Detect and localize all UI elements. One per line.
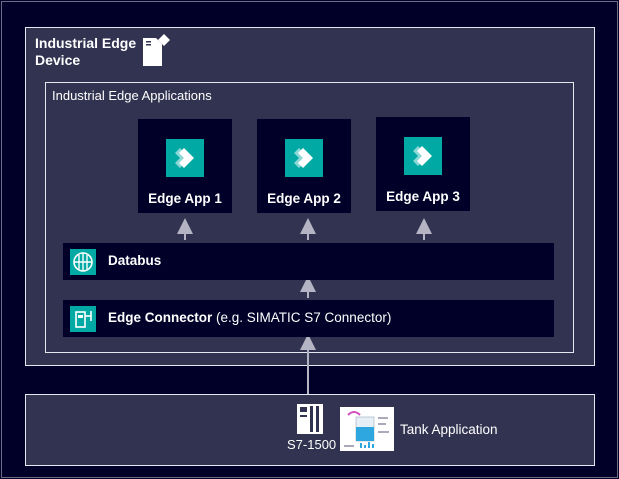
edge-app-label: Edge App 1 xyxy=(148,191,222,206)
edge-app-card-1: Edge App 1 xyxy=(138,119,232,213)
edge-app-card-2: Edge App 2 xyxy=(257,119,351,213)
applications-title: Industrial Edge Applications xyxy=(52,88,212,103)
tank-hmi-icon xyxy=(340,407,394,451)
edge-app-icon xyxy=(285,139,323,177)
device-title: Industrial Edge Device xyxy=(35,35,155,69)
plc-icon xyxy=(297,404,323,434)
databus-bar: Databus xyxy=(63,243,554,280)
plc-label: S7-1500 xyxy=(287,437,337,452)
edge-connector-label: Edge Connector (e.g. SIMATIC S7 Connecto… xyxy=(108,310,392,325)
tank-application-label: Tank Application xyxy=(400,422,498,437)
edge-app-card-3: Edge App 3 xyxy=(376,117,470,211)
edge-connector-bar: Edge Connector (e.g. SIMATIC S7 Connecto… xyxy=(63,300,554,337)
databus-label: Databus xyxy=(108,253,162,268)
edge-app-label: Edge App 3 xyxy=(386,189,460,204)
device-title-line2: Device xyxy=(35,52,81,68)
databus-icon xyxy=(70,249,96,275)
edge-app-label: Edge App 2 xyxy=(267,191,341,206)
edge-app-icon xyxy=(404,137,442,175)
connector-icon xyxy=(70,306,96,332)
edge-app-icon xyxy=(166,139,204,177)
device-title-line1: Industrial Edge xyxy=(35,35,137,51)
edge-device-icon xyxy=(143,34,170,66)
